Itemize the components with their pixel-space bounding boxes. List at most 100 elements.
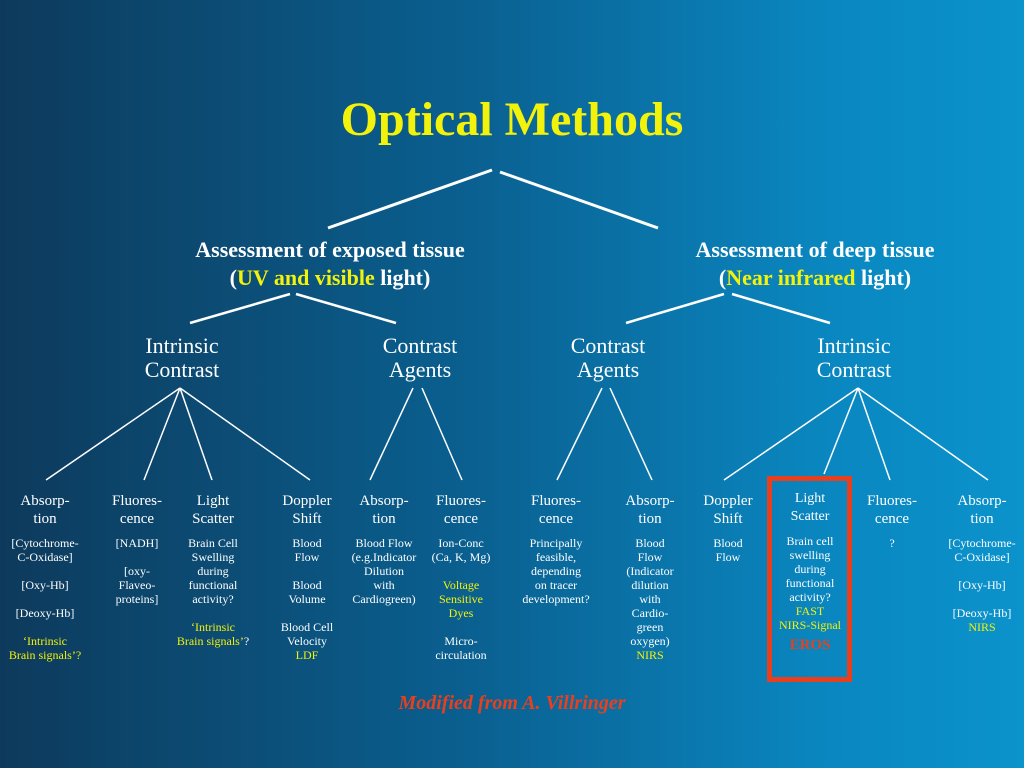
desc-line: Flaveo- <box>118 578 156 592</box>
heading-line: tion <box>372 511 396 527</box>
desc-line: depending <box>531 564 581 578</box>
method-fluorescence-deep-agents: Fluores- cence Principally feasible, dep… <box>510 492 602 606</box>
exposed-light-rest: light) <box>374 265 431 290</box>
desc-line: Brain cell <box>786 534 834 548</box>
desc-line: [oxy- <box>124 564 150 578</box>
heading-line: Absorp- <box>20 493 70 509</box>
line-m1 <box>45 387 181 481</box>
desc-line: Blood <box>635 536 665 550</box>
heading-line: Shift <box>292 511 322 527</box>
method-description: Blood Flow Blood Volume Blood Cell Veloc… <box>270 536 344 662</box>
desc-line: Swelling <box>191 550 235 564</box>
heading-line: Scatter <box>192 511 234 527</box>
line-m10 <box>823 387 859 475</box>
line-exposed-agents <box>295 292 397 325</box>
line-m11 <box>857 387 891 481</box>
desc-line: C-Oxidase] <box>954 550 1010 564</box>
method-absorption-exposed-agents: Absorp- tion Blood Flow (e.g.Indicator D… <box>340 492 428 606</box>
heading-line: tion <box>638 511 662 527</box>
line-deep-agents <box>625 292 725 325</box>
exposed-intrinsic-contrast: Intrinsic Contrast <box>112 334 252 382</box>
line-m9 <box>723 387 859 481</box>
desc-line: functional <box>188 578 238 592</box>
deep-tissue-heading: Assessment of deep tissue (Near infrared… <box>615 236 1015 292</box>
heading-line: Fluores- <box>112 493 162 509</box>
heading-line: cence <box>538 511 574 527</box>
line-m8 <box>609 387 653 481</box>
level2-label-line: Contrast <box>570 333 646 358</box>
desc-line: during <box>794 562 826 576</box>
heading-line: cence <box>443 511 479 527</box>
method-absorption-exposed-intrinsic: Absorp- tion [Cytochrome- C-Oxidase] [Ox… <box>0 492 90 662</box>
heading-line: Light <box>794 491 826 506</box>
heading-line: Fluores- <box>436 493 486 509</box>
desc-line: Blood <box>292 578 322 592</box>
method-light-scatter-exposed-intrinsic: Light Scatter Brain Cell Swelling during… <box>166 492 260 648</box>
desc-tail-span: ? <box>243 634 250 648</box>
desc-line: on tracer <box>534 578 578 592</box>
desc-line: Blood <box>292 536 322 550</box>
heading-line: tion <box>970 511 994 527</box>
eros-highlight-box <box>767 476 852 682</box>
method-fluorescence-exposed-agents: Fluores- cence Ion-Conc (Ca, K, Mg) Volt… <box>423 492 499 662</box>
desc-line: [Oxy-Hb] <box>958 578 1006 592</box>
source-credit: Modified from A. Villringer <box>398 692 626 714</box>
heading-line: Absorp- <box>957 493 1007 509</box>
heading-line: Absorp- <box>625 493 675 509</box>
desc-line: Velocity <box>287 634 327 648</box>
desc-line: [Oxy-Hb] <box>21 578 69 592</box>
desc-line: (Ca, K, Mg) <box>431 550 491 564</box>
desc-line: [Cytochrome- <box>948 536 1016 550</box>
desc-line-highlight: Sensitive <box>439 592 483 606</box>
desc-line: swelling <box>789 548 831 562</box>
desc-line: development? <box>522 592 590 606</box>
desc-line-highlight: NIRS-Signal <box>778 618 841 632</box>
method-doppler-shift-exposed-intrinsic: Doppler Shift Blood Flow Blood Volume Bl… <box>270 492 344 662</box>
level2-label-line: Contrast <box>816 357 892 382</box>
desc-line: Cardiogreen) <box>352 592 416 606</box>
desc-line: with <box>639 592 661 606</box>
method-description: [Cytochrome- C-Oxidase] [Oxy-Hb] [Deoxy-… <box>940 536 1024 634</box>
desc-line-highlight: ‘Intrinsic <box>23 634 67 648</box>
desc-line: activity? <box>789 590 831 604</box>
method-description: Principally feasible, depending on trace… <box>510 536 602 606</box>
level2-label-line: Contrast <box>144 357 220 382</box>
desc-line: during <box>197 564 229 578</box>
desc-line: Flow <box>637 550 663 564</box>
deep-light-type: Near infrared <box>726 265 856 290</box>
desc-line: activity? <box>192 592 234 606</box>
method-description: [Cytochrome- C-Oxidase] [Oxy-Hb] [Deoxy-… <box>0 536 90 662</box>
desc-line-highlight: Brain signals’? <box>8 648 82 662</box>
line-deep-intrinsic <box>731 292 831 325</box>
exposed-light-type: UV and visible <box>236 265 375 290</box>
exposed-tissue-heading: Assessment of exposed tissue (UV and vis… <box>130 236 530 292</box>
method-absorption-deep-agents: Absorp- tion Blood Flow (Indicator dilut… <box>614 492 686 662</box>
line-m3 <box>179 387 213 481</box>
deep-tissue-line1: Assessment of deep tissue <box>695 237 935 262</box>
line-m4 <box>179 387 311 481</box>
heading-line: cence <box>119 511 155 527</box>
desc-line: Blood Cell <box>280 620 334 634</box>
desc-line: proteins] <box>115 592 159 606</box>
heading-line: Absorp- <box>359 493 409 509</box>
desc-line: (e.g.Indicator <box>351 550 417 564</box>
desc-line-highlight: LDF <box>295 648 319 662</box>
desc-line: Dilution <box>363 564 404 578</box>
deep-intrinsic-contrast: Intrinsic Contrast <box>784 334 924 382</box>
desc-line: Ion-Conc <box>438 536 484 550</box>
desc-line-highlight: FAST <box>795 604 825 618</box>
heading-line: cence <box>874 511 910 527</box>
exposed-tissue-line1: Assessment of exposed tissue <box>195 237 465 262</box>
method-heading: Absorp- tion <box>614 492 686 528</box>
method-heading: Fluores- cence <box>856 492 928 528</box>
level2-label-line: Agents <box>388 357 452 382</box>
level2-label-line: Intrinsic <box>817 333 891 358</box>
method-heading: Fluores- cence <box>423 492 499 528</box>
line-m6 <box>421 387 463 481</box>
desc-line: [Cytochrome- <box>11 536 79 550</box>
method-heading: Doppler Shift <box>692 492 764 528</box>
method-description: Ion-Conc (Ca, K, Mg) Voltage Sensitive D… <box>423 536 499 662</box>
deep-open-paren: ( <box>718 265 727 290</box>
desc-line-highlight: NIRS <box>968 620 996 634</box>
